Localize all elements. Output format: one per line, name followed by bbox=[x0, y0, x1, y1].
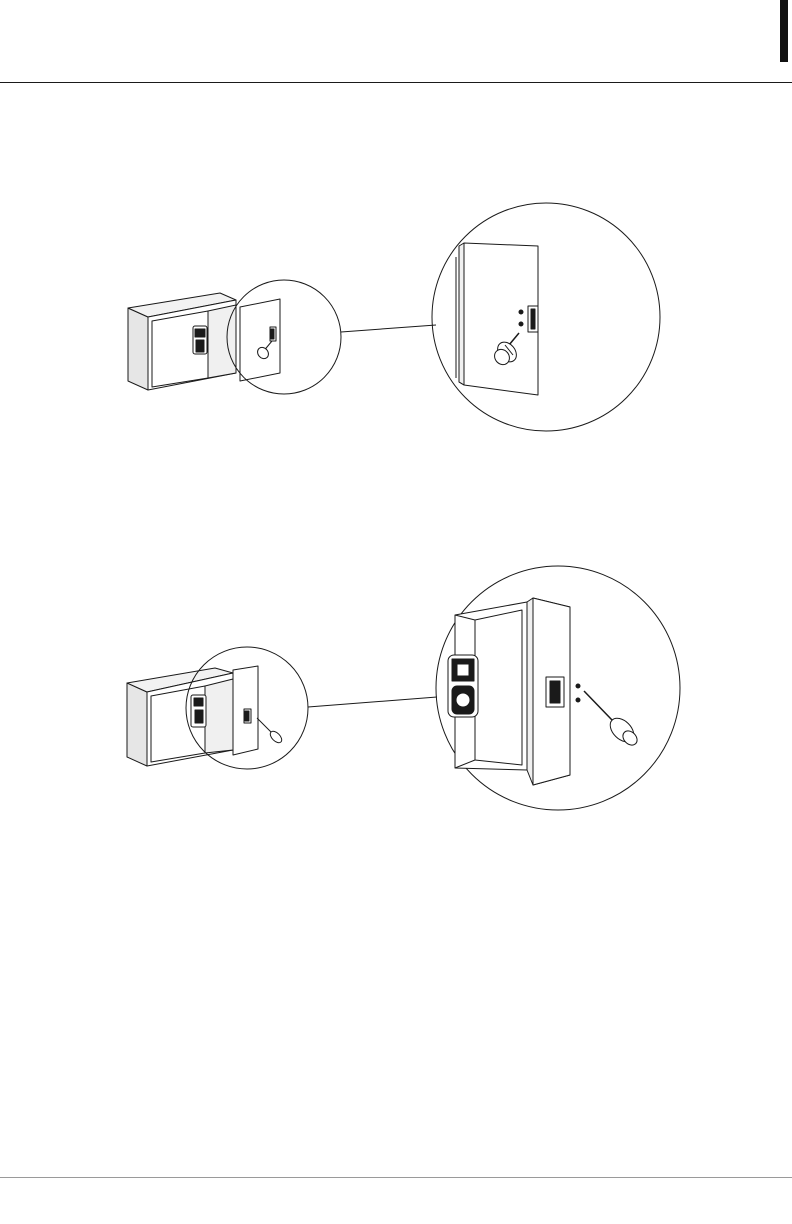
header-rule bbox=[0, 82, 792, 83]
receiver-screwdriver-illustration bbox=[0, 560, 792, 815]
footer-rule bbox=[0, 1177, 792, 1178]
receiver-large bbox=[546, 677, 580, 707]
zoom-connector-line-2 bbox=[308, 697, 437, 707]
screwdriver-large-2 bbox=[584, 691, 640, 748]
door-detail-large bbox=[456, 243, 538, 395]
cabinet-body bbox=[128, 293, 236, 390]
crop-mark bbox=[780, 0, 788, 62]
lock-unit-small-2 bbox=[191, 695, 206, 727]
lock-unit-large bbox=[448, 655, 478, 717]
illustration-step-1 bbox=[0, 195, 792, 440]
lock-unit-small bbox=[193, 326, 207, 354]
cabinet-body-2 bbox=[127, 668, 233, 766]
screwdriver-small-2 bbox=[257, 718, 284, 745]
zoom-connector-line bbox=[341, 325, 436, 332]
cabinet-door-screw-illustration bbox=[0, 195, 792, 440]
illustration-step-2 bbox=[0, 560, 792, 815]
